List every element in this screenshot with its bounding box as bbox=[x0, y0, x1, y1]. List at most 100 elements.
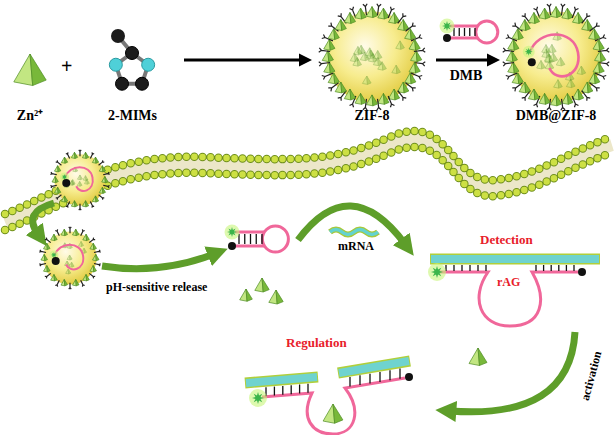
fluorophore-glow bbox=[225, 225, 240, 240]
base-pair bbox=[379, 372, 380, 382]
tetra-face bbox=[72, 262, 75, 267]
zinc-tetrahedron bbox=[396, 41, 405, 49]
zinc-tetrahedron bbox=[44, 243, 51, 249]
tetra-face bbox=[372, 7, 378, 18]
quencher bbox=[62, 179, 70, 187]
tetra-face bbox=[396, 65, 400, 73]
imidazolate-linker bbox=[45, 238, 51, 243]
tetra-face bbox=[86, 201, 89, 207]
zinc-tetrahedron bbox=[409, 62, 420, 73]
reaction-arrow bbox=[436, 59, 496, 62]
base-pair bbox=[349, 377, 350, 387]
component-node: ZIF-8 bbox=[312, 5, 432, 124]
base-pair bbox=[543, 265, 544, 271]
tetra-face bbox=[54, 234, 57, 240]
zinc-tetrahedron bbox=[398, 20, 409, 31]
tetra-face bbox=[74, 152, 77, 158]
tetra-face bbox=[80, 175, 82, 180]
loaded-dmb bbox=[60, 167, 93, 191]
base-pair bbox=[558, 265, 559, 271]
tetra-face bbox=[95, 157, 98, 163]
tetra-face bbox=[410, 73, 416, 84]
annotation-label: + bbox=[61, 55, 72, 78]
zinc-tetrahedron bbox=[537, 61, 546, 69]
annotation-label: pH-sensitive release bbox=[106, 281, 207, 295]
inner-leaflet bbox=[5, 147, 612, 230]
tetra-face bbox=[600, 51, 606, 62]
zif8-particle bbox=[503, 4, 610, 111]
tetra-face bbox=[105, 176, 108, 182]
mrna-bar-outline bbox=[430, 254, 600, 265]
zinc-tetrahedron bbox=[378, 93, 389, 104]
tetra-face bbox=[383, 93, 389, 104]
base-pair bbox=[256, 234, 257, 244]
tetra-face bbox=[14, 54, 33, 86]
base-pair bbox=[261, 234, 262, 244]
zinc-tetrahedron bbox=[405, 73, 416, 84]
zif8-particle bbox=[50, 150, 109, 210]
tetra-face bbox=[578, 89, 584, 100]
tetra-face bbox=[95, 196, 98, 202]
tetra-face bbox=[372, 95, 378, 106]
dmb-strand bbox=[530, 34, 579, 76]
imidazolate-linker bbox=[89, 238, 95, 243]
mrna-strand-outline bbox=[330, 230, 378, 235]
tetra-face bbox=[410, 29, 416, 40]
zinc-tetrahedron bbox=[92, 254, 99, 260]
zinc-tetrahedron bbox=[366, 95, 377, 106]
tetra-face bbox=[400, 41, 404, 49]
zinc-tetrahedron bbox=[593, 62, 604, 73]
tetra-face bbox=[556, 95, 562, 106]
imidazole-molecule bbox=[109, 29, 154, 90]
tetra-face bbox=[81, 242, 84, 247]
lipid-heads-outline bbox=[5, 147, 612, 230]
base-pair bbox=[485, 265, 486, 271]
zinc-tetrahedron bbox=[572, 89, 583, 100]
base-pair bbox=[244, 234, 245, 244]
base-pair bbox=[299, 385, 300, 394]
dmb-strand bbox=[440, 272, 578, 326]
tetra-face bbox=[102, 166, 105, 172]
imidazolate-linker bbox=[99, 195, 105, 200]
dmb-strand bbox=[262, 378, 405, 434]
fluorophore bbox=[428, 263, 446, 281]
imidazolate-linker bbox=[363, 4, 367, 15]
component-node: DMB@ZIF-8 bbox=[500, 5, 612, 124]
tetra-face bbox=[350, 89, 356, 100]
zinc-tetrahedron bbox=[355, 8, 366, 19]
base-pair bbox=[274, 387, 275, 396]
imidazolate-linker bbox=[81, 280, 85, 286]
tetra-face bbox=[567, 93, 573, 104]
particle-core bbox=[510, 11, 601, 102]
tetra-face bbox=[416, 51, 422, 62]
zinc-tetrahedron bbox=[353, 58, 362, 66]
imidazolate-linker bbox=[39, 263, 46, 266]
zinc-tetrahedron bbox=[41, 254, 48, 260]
tetra-face bbox=[558, 80, 562, 88]
shape-area bbox=[312, 5, 432, 108]
imidazolate-linker bbox=[350, 7, 356, 18]
cell-membrane bbox=[5, 131, 612, 230]
imidazolate-linker bbox=[103, 172, 109, 175]
zinc-tetrahedron bbox=[593, 39, 604, 50]
imidazolate-linker bbox=[66, 201, 70, 207]
zinc-tetrahedron bbox=[77, 175, 82, 180]
fluorophore-glow bbox=[440, 19, 455, 34]
zinc-tetrahedron bbox=[72, 279, 79, 285]
zinc-tetrahedron bbox=[554, 80, 563, 88]
carbon-atom bbox=[135, 77, 148, 90]
tetra-face bbox=[74, 201, 77, 207]
tetra-face bbox=[64, 229, 67, 235]
zinc-tetrahedron bbox=[61, 279, 68, 285]
imidazolate-linker bbox=[50, 185, 56, 188]
base-pair bbox=[469, 28, 470, 36]
tetra-face bbox=[333, 404, 343, 423]
shape-area bbox=[5, 38, 55, 108]
tetra-face bbox=[47, 243, 50, 249]
zinc-tetrahedron bbox=[83, 274, 90, 280]
quencher bbox=[578, 268, 586, 276]
tetra-face bbox=[85, 176, 87, 181]
zif8-particle bbox=[39, 227, 100, 289]
quencher bbox=[228, 242, 236, 250]
